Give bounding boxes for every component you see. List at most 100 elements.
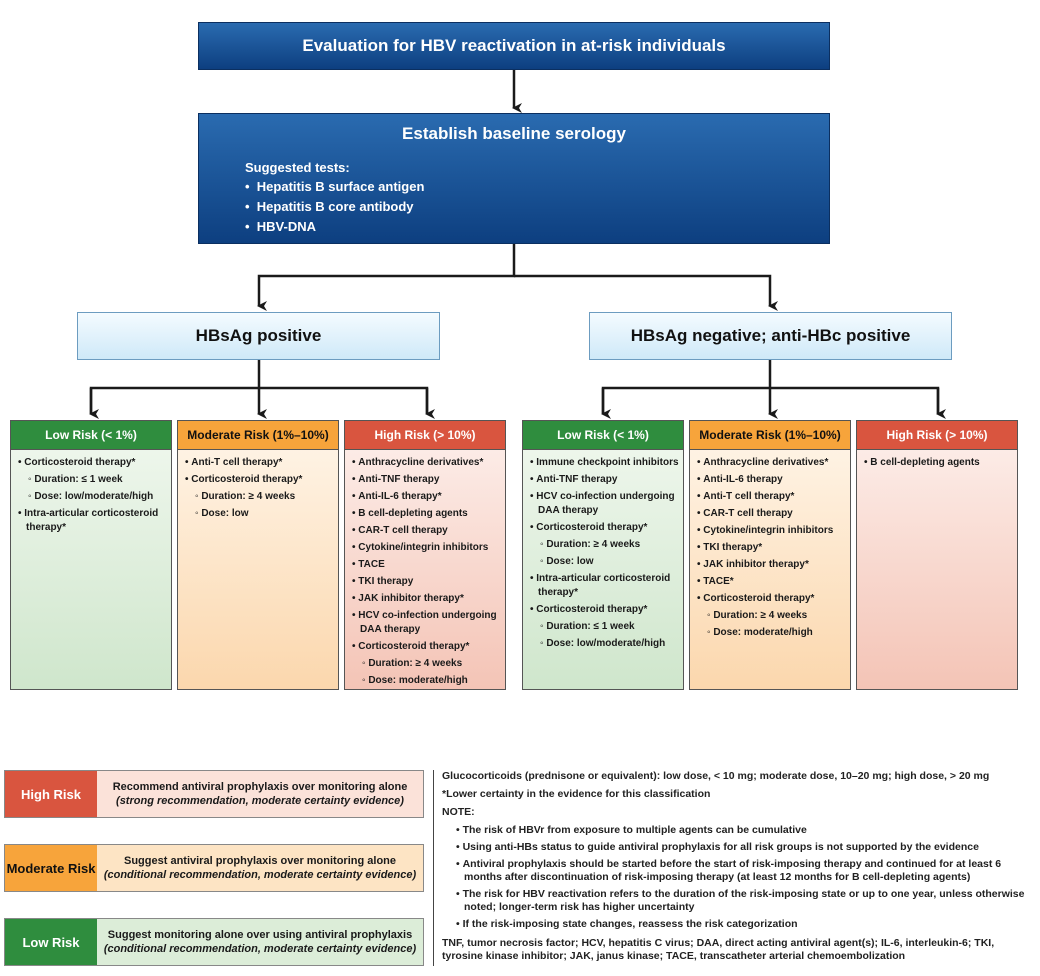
column-item: HCV co-infection undergoing DAA therapy [352, 609, 501, 637]
glucocorticoid-dose-note: Glucocorticoids (prednisone or equivalen… [442, 770, 990, 782]
note-bullet: The risk of HBVr from exposure to multip… [456, 824, 1032, 837]
note-bullet-list: The risk of HBVr from exposure to multip… [442, 824, 1032, 931]
positive-low-risk-column: Low Risk (< 1%) Corticosteroid therapy* D… [10, 420, 172, 690]
column-subitem: Dose: moderate/high [352, 674, 501, 688]
legend-strength: (conditional recommendation, moderate ce… [103, 943, 417, 955]
column-item: JAK inhibitor therapy* [697, 558, 846, 572]
column-item: Anti-T cell therapy* [185, 456, 334, 470]
column-item: Anthracycline derivatives* [352, 456, 501, 470]
positive-high-risk-column: High Risk (> 10%) Anthracycline derivati… [344, 420, 506, 690]
column-item: TKI therapy [352, 575, 501, 589]
column-item: Anthracycline derivatives* [697, 456, 846, 470]
column-item-list: Immune checkpoint inhibitorsAnti-TNF the… [523, 450, 683, 651]
test-item: HBV-DNA [245, 217, 829, 237]
column-item: Anti-IL-6 therapy [697, 473, 846, 487]
column-subitem: Duration: ≥ 4 weeks [697, 609, 846, 623]
negative-low-risk-column: Low Risk (< 1%) Immune checkpoint inhibi… [522, 420, 684, 690]
column-subitem: Duration: ≥ 4 weeks [530, 538, 679, 552]
column-subitem: Duration: ≤ 1 week [530, 620, 679, 634]
note-heading: NOTE: [442, 806, 475, 818]
serology-subtitle: Suggested tests: [245, 160, 350, 175]
column-item: TACE [352, 558, 501, 572]
legend-low-risk: Low Risk Suggest monitoring alone over u… [4, 918, 424, 966]
column-item: TACE* [697, 575, 846, 589]
negative-high-risk-column: High Risk (> 10%) B cell-depleting agent… [856, 420, 1018, 690]
test-item: Hepatitis B surface antigen [245, 177, 829, 197]
legend-moderate-risk: Moderate Risk Suggest antiviral prophyla… [4, 844, 424, 892]
evaluation-box: Evaluation for HBV reactivation in at-ri… [198, 22, 830, 70]
column-item: Corticosteroid therapy* [697, 592, 846, 606]
column-item: Corticosteroid therapy* [530, 603, 679, 617]
column-item: B cell-depleting agents [864, 456, 1013, 470]
column-header: High Risk (> 10%) [345, 421, 505, 450]
column-item-list: Anthracycline derivatives* Anti-IL-6 ther… [690, 450, 850, 640]
column-subitem: Dose: moderate/high [697, 626, 846, 640]
column-item-list: Anti-T cell therapy* Corticosteroid thera… [178, 450, 338, 521]
column-subitem: Duration: ≥ 4 weeks [185, 490, 334, 504]
column-item: Anti-T cell therapy* [697, 490, 846, 504]
column-header: High Risk (> 10%) [857, 421, 1017, 450]
baseline-serology-box: Establish baseline serology Suggested te… [198, 113, 830, 244]
abbreviations-note: TNF, tumor necrosis factor; HCV, hepatit… [442, 937, 995, 962]
column-item: Corticosteroid therapy* [185, 473, 334, 487]
column-subitem: Dose: low/moderate/high [18, 490, 167, 504]
column-item: Intra-articular corticosteroid therapy* [18, 507, 167, 535]
hbsag-negative-box: HBsAg negative; anti-HBc positive [589, 312, 952, 360]
column-item: CAR-T cell therapy [352, 524, 501, 538]
legend-label: Moderate Risk [5, 845, 97, 891]
column-item: CAR-T cell therapy [697, 507, 846, 521]
legend-text: Suggest antiviral prophylaxis over monit… [97, 845, 423, 891]
column-item: Anti-TNF therapy [530, 473, 679, 487]
legend-recommendation: Suggest antiviral prophylaxis over monit… [124, 855, 396, 867]
column-item: Cytokine/integrin inhibitors [697, 524, 846, 538]
column-header: Low Risk (< 1%) [523, 421, 683, 450]
column-header: Moderate Risk (1%–10%) [178, 421, 338, 450]
column-item: Immune checkpoint inhibitors [530, 456, 679, 470]
column-item-list: Corticosteroid therapy* Duration: ≤ 1 wee… [11, 450, 171, 535]
hbsag-positive-box: HBsAg positive [77, 312, 440, 360]
column-subitem: Dose: low [185, 507, 334, 521]
connector-serology-split [257, 244, 516, 311]
column-item: JAK inhibitor therapy* [352, 592, 501, 606]
test-item: Hepatitis B core antibody [245, 197, 829, 217]
column-subitem: Dose: low/moderate/high [530, 637, 679, 651]
column-item: Intra-articular corticosteroid therapy* [530, 572, 679, 600]
legend-label: Low Risk [5, 919, 97, 965]
negative-moderate-risk-column: Moderate Risk (1%–10%) Anthracycline der… [689, 420, 851, 690]
column-item: HCV co-infection undergoing DAA therapy [530, 490, 679, 518]
legend-recommendation: Suggest monitoring alone over using anti… [107, 929, 413, 941]
notes-divider [433, 770, 434, 966]
column-item: Corticosteroid therapy* [18, 456, 167, 470]
notes-panel: Glucocorticoids (prednisone or equivalen… [442, 770, 1032, 968]
column-item: Anti-IL-6 therapy* [352, 490, 501, 504]
column-subitem: Duration: ≥ 4 weeks [352, 657, 501, 671]
column-item: Corticosteroid therapy* [530, 521, 679, 535]
note-bullet: If the risk-imposing state changes, reas… [456, 918, 1032, 931]
legend-strength: (conditional recommendation, moderate ce… [103, 869, 417, 881]
column-item: TKI therapy* [697, 541, 846, 555]
connector-serology-split-right [514, 274, 778, 311]
legend-recommendation: Recommend antiviral prophylaxis over mon… [112, 781, 408, 793]
positive-moderate-risk-column: Moderate Risk (1%–10%) Anti-T cell thera… [177, 420, 339, 690]
legend-high-risk: High Risk Recommend antiviral prophylaxi… [4, 770, 424, 818]
column-header: Moderate Risk (1%–10%) [690, 421, 850, 450]
column-item: Corticosteroid therapy* [352, 640, 501, 654]
column-item: B cell-depleting agents [352, 507, 501, 521]
note-bullet: Using anti-HBs status to guide antiviral… [456, 841, 1032, 854]
column-subitem: Duration: ≤ 1 week [18, 473, 167, 487]
note-bullet: The risk for HBV reactivation refers to … [456, 888, 1032, 914]
column-subitem: Dose: low [530, 555, 679, 569]
note-bullet: Antiviral prophylaxis should be started … [456, 858, 1032, 884]
legend-text: Recommend antiviral prophylaxis over mon… [97, 771, 423, 817]
serology-test-list: Hepatitis B surface antigen Hepatitis B … [199, 177, 829, 237]
column-item: Cytokine/integrin inhibitors [352, 541, 501, 555]
column-item: Anti-TNF therapy [352, 473, 501, 487]
certainty-note: *Lower certainty in the evidence for thi… [442, 788, 711, 800]
legend-strength: (strong recommendation, moderate certain… [116, 795, 404, 807]
column-header: Low Risk (< 1%) [11, 421, 171, 450]
legend-text: Suggest monitoring alone over using anti… [97, 919, 423, 965]
legend-label: High Risk [5, 771, 97, 817]
serology-title: Establish baseline serology [402, 124, 626, 143]
column-item-list: Anthracycline derivatives* Anti-TNF thera… [345, 450, 505, 688]
